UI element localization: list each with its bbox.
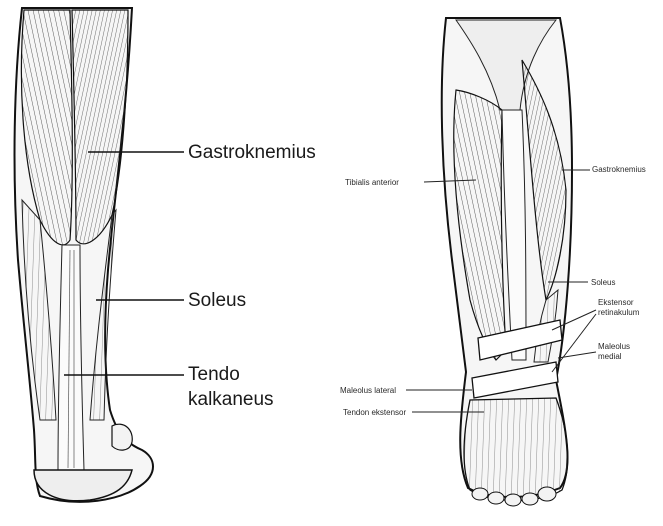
toe xyxy=(488,492,504,504)
label-maleolus-medial-line1: Maleolus xyxy=(598,342,630,351)
label-tendo-line1: Tendo xyxy=(188,363,240,386)
label-maleolus-medial-line2: medial xyxy=(598,352,622,361)
anterior-leg xyxy=(442,18,572,506)
label-anterior-soleus: Soleus xyxy=(591,278,615,287)
label-extensor-line2: retinakulum xyxy=(598,308,639,317)
gastrocnemius-medial-head xyxy=(72,10,128,244)
toe xyxy=(522,493,538,505)
label-tendon-ekstensor: Tendon ekstensor xyxy=(343,408,406,417)
label-extensor-line1: Ekstensor xyxy=(598,298,634,307)
toe xyxy=(538,487,556,501)
label-tendo-line2: kalkaneus xyxy=(188,388,274,411)
calcaneal-tendon xyxy=(58,245,84,470)
label-maleolus-lateral: Maleolus lateral xyxy=(340,386,396,395)
label-tibialis-anterior: Tibialis anterior xyxy=(345,178,399,187)
label-gastroknemius: Gastroknemius xyxy=(188,141,316,164)
posterior-leg xyxy=(15,8,153,502)
label-anterior-gastroknemius: Gastroknemius xyxy=(592,165,646,174)
medial-malleolus-bump xyxy=(112,424,132,450)
anterior-foot xyxy=(464,398,568,501)
label-soleus: Soleus xyxy=(188,289,246,312)
leader-maleolus-medial xyxy=(558,352,596,358)
toe xyxy=(472,488,488,500)
toe xyxy=(505,494,521,506)
